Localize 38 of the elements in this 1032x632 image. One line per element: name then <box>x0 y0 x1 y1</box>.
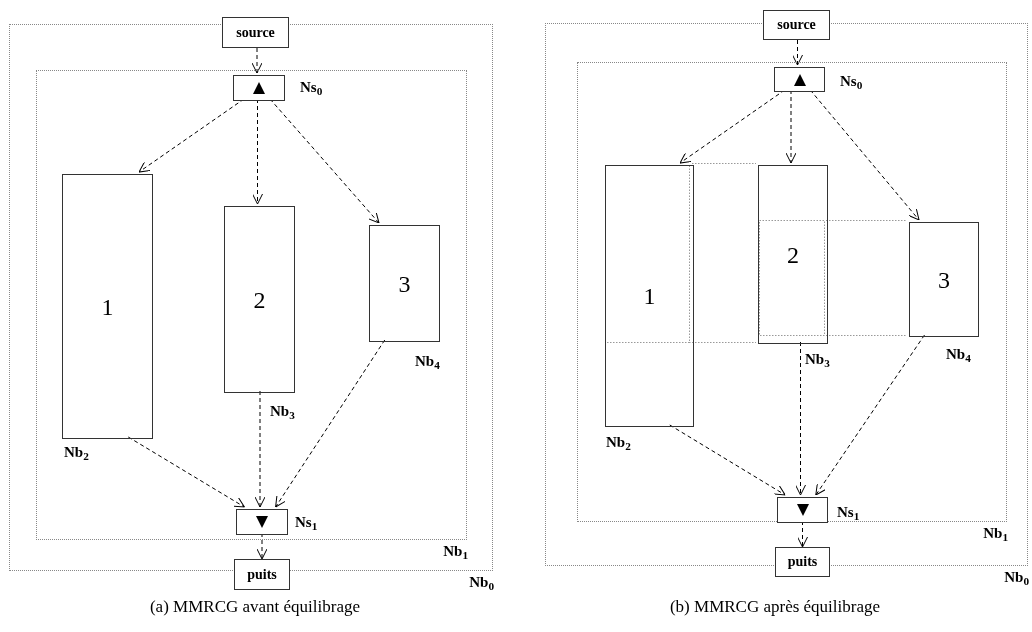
node-name: Ns$_{0}$ <box>300 80 323 95</box>
figure-caption: (a) MMRCG avant équilibrage <box>149 598 361 615</box>
block-number: 2 <box>253 287 266 312</box>
terminal-label: puits <box>247 567 277 582</box>
group-label: Nb$_{0}$ <box>469 575 494 590</box>
dashed-arrow <box>275 339 386 508</box>
dashed-arrow <box>795 341 806 496</box>
terminal-label: source <box>777 18 816 32</box>
block-number: 1 <box>643 284 656 308</box>
node-name: Nb$_{4}$ <box>415 354 440 369</box>
node-name: Ns$_{0}$ <box>840 74 863 89</box>
group-label: Nb$_{0}$ <box>1004 570 1029 585</box>
dashed-arrow <box>792 39 803 66</box>
group-label: Nb$_{1}$ <box>983 526 1008 541</box>
node-name: Nb$_{3}$ <box>270 404 295 419</box>
dashed-arrow <box>669 424 786 496</box>
terminal-label: puits <box>787 555 818 569</box>
terminal-label: source <box>236 25 275 40</box>
terminal-box <box>222 17 289 48</box>
dashed-arrow <box>254 390 266 508</box>
dashed-arrow <box>127 436 245 508</box>
node-name: Ns$_{1}$ <box>837 505 860 520</box>
terminal-box <box>234 559 290 590</box>
block-number: 3 <box>398 271 411 296</box>
dashed-arrow <box>251 47 263 74</box>
node-name: Ns$_{1}$ <box>295 515 318 530</box>
node-name: Nb$_{4}$ <box>946 347 971 362</box>
node-name: Nb$_{2}$ <box>606 435 631 450</box>
terminal-box <box>763 10 830 40</box>
terminal-box <box>775 547 830 577</box>
block-number: 3 <box>938 267 950 292</box>
block-number: 1 <box>101 294 114 319</box>
node-name: Nb$_{3}$ <box>805 352 830 367</box>
dashed-arrow <box>815 334 925 496</box>
figure-caption: (b) MMRCG après équilibrage <box>669 598 881 615</box>
node-name: Nb$_{2}$ <box>64 445 89 460</box>
block-number: 2 <box>787 242 799 267</box>
group-label: Nb$_{1}$ <box>443 544 468 559</box>
